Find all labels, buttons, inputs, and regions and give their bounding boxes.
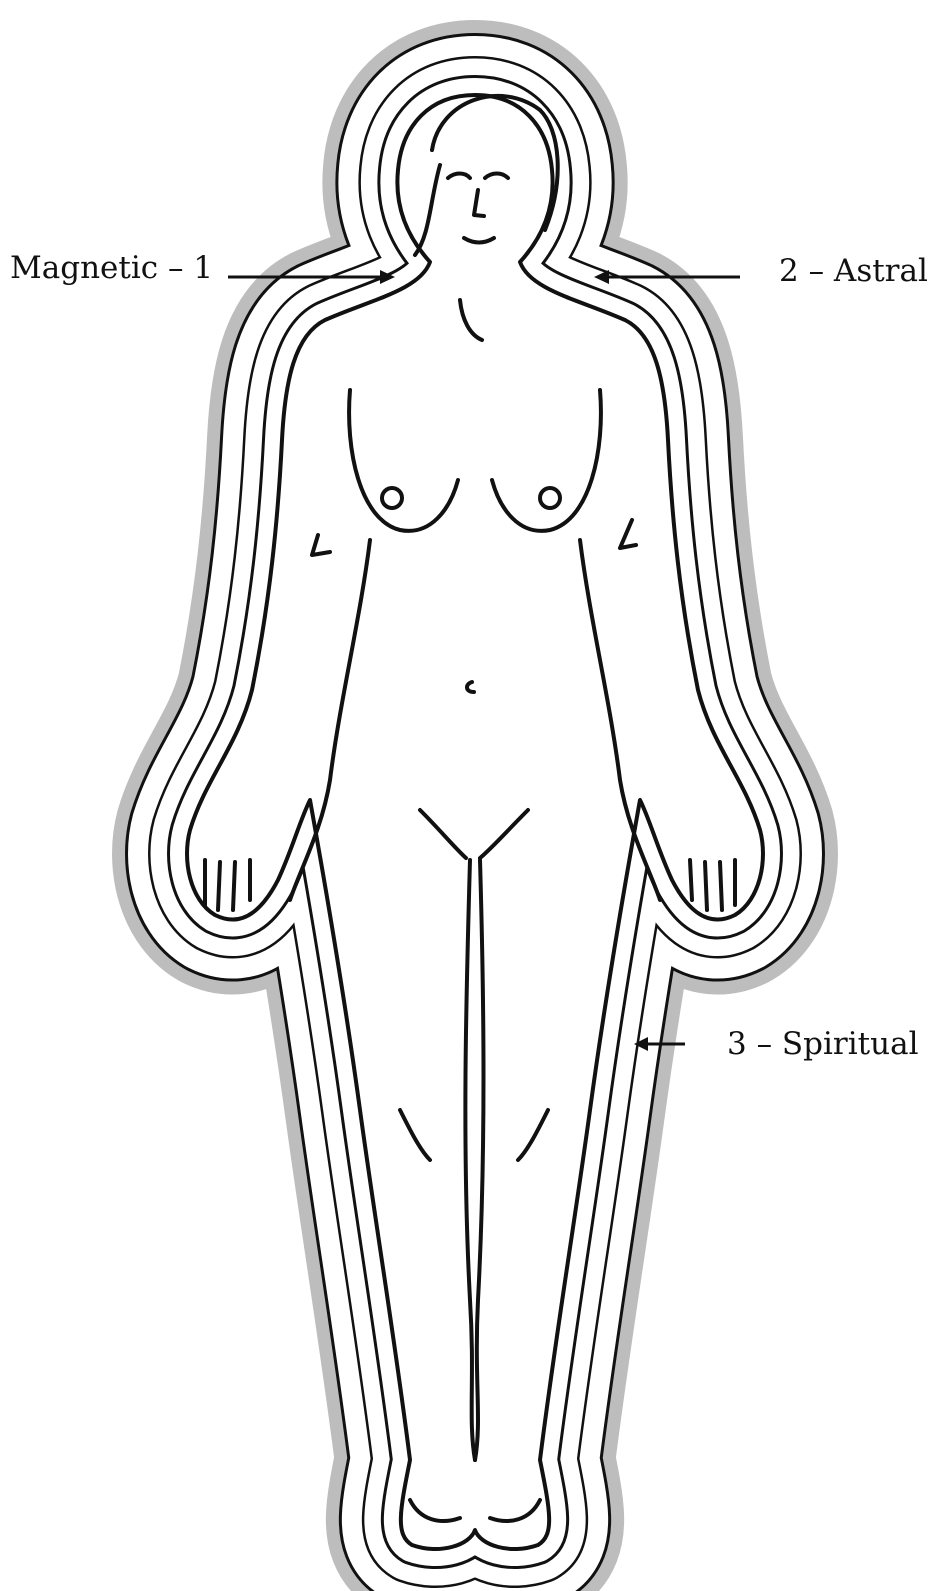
- astral-label: 2 – Astral: [779, 256, 928, 287]
- magnetic-label: Magnetic – 1: [10, 253, 213, 284]
- spiritual-label: 3 – Spiritual: [727, 1029, 918, 1060]
